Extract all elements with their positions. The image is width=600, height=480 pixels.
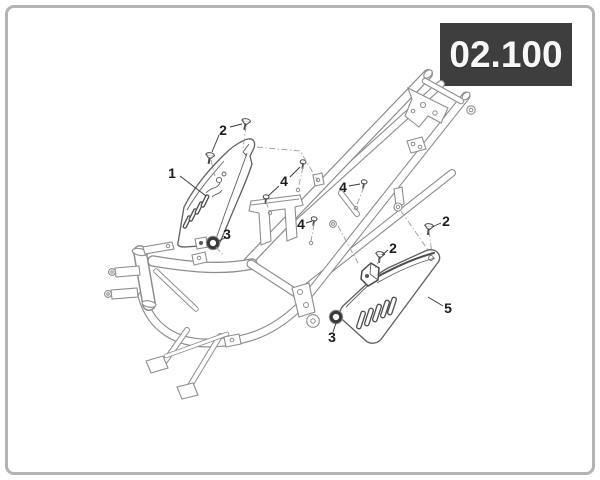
motorcycle-frame-drawing	[104, 69, 476, 400]
callout-label: 1	[168, 165, 176, 181]
leader-lines	[179, 123, 444, 333]
callout-label: 4	[297, 216, 305, 232]
callout-label: 2	[219, 122, 227, 138]
side-cover-left	[177, 138, 256, 250]
callout-label: 4	[339, 179, 347, 195]
callout-label: 3	[328, 329, 336, 345]
section-code-box: 02.100	[440, 23, 572, 86]
callout-label: 4	[280, 173, 288, 189]
callout-label: 3	[223, 226, 231, 242]
side-cover-right	[339, 248, 441, 344]
alignment-lines	[210, 125, 433, 271]
callout-label: 2	[389, 240, 397, 256]
callout-label: 2	[442, 213, 450, 229]
section-code: 02.100	[449, 33, 563, 75]
callout-label: 5	[444, 300, 452, 316]
